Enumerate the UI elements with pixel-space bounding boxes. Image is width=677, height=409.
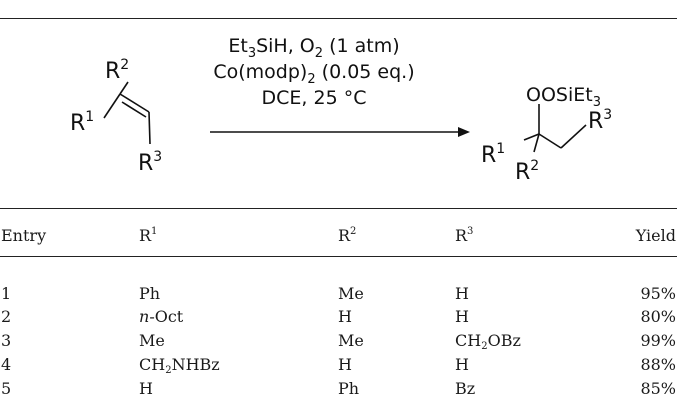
yield-cell: 88% [640,355,676,374]
entry-cell: 2 [1,307,12,326]
reagents-line3: DCE, 25 °C [262,87,367,109]
header-entry: Entry [1,226,47,245]
reagents-line2: Co(modp)2 (0.05 eq.) [213,61,414,87]
yield-cell: 85% [640,379,676,398]
r2-cell: Ph [338,379,360,398]
bond-ch2-r3 [560,124,587,149]
r3-cell: H [455,307,469,326]
yield-cell: 95% [640,284,676,303]
r3-cell: H [455,355,469,374]
double-bond-outer [119,93,150,113]
r2-cell: H [338,355,352,374]
r2-cell: H [338,307,352,326]
header-r3: R3 [455,226,474,245]
r1-cell: Ph [139,284,161,303]
reactant-r3-label: R3 [138,149,162,176]
top-rule [0,18,677,19]
entry-cell: 5 [1,379,12,398]
yield-cell: 99% [640,331,676,350]
r1-cell: n-Oct [139,307,184,326]
reactant-r1-label: R1 [70,109,94,136]
bond-c-r1 [523,133,540,141]
r2-cell: Me [338,331,364,350]
header-r2: R2 [338,226,357,245]
r3-cell: Bz [455,379,476,398]
entry-cell: 1 [1,284,12,303]
product-structure [523,104,587,153]
bond-c1-r2 [119,81,129,95]
entry-cell: 4 [1,355,12,374]
r3-cell: H [455,284,469,303]
r3-cell: CH2OBz [455,331,521,352]
entry-cell: 3 [1,331,12,350]
table-top-rule [0,208,677,209]
product-oosiet3-label: OOSiEt3 [526,84,601,110]
yield-cell: 80% [640,307,676,326]
r2-cell: Me [338,284,364,303]
bond-c-r2 [533,133,540,153]
reaction-scheme: R2 R1 R3 Et3SiH, O2 (1 atm) Co(modp)2 (0… [70,35,612,185]
product-r3-label: R3 [588,107,612,134]
reactant-structure [103,81,151,145]
reactant-r2-label: R2 [105,57,129,84]
double-bond-inner [121,101,147,118]
r1-cell: H [139,379,153,398]
reaction-arrow [210,127,470,137]
header-r1: R1 [139,226,158,245]
product-r1-label: R1 [481,141,505,168]
r1-cell: CH2NHBz [139,355,220,376]
bond-c-ch2 [538,133,562,149]
reagents-line1: Et3SiH, O2 (1 atm) [228,35,399,61]
header-rule [0,256,677,257]
bond-c1-r1 [103,93,121,119]
product-r2-label: R2 [515,158,539,185]
r1-cell: Me [139,331,165,350]
bond-c2-r3 [148,111,151,145]
header-yield: Yield [635,226,676,245]
